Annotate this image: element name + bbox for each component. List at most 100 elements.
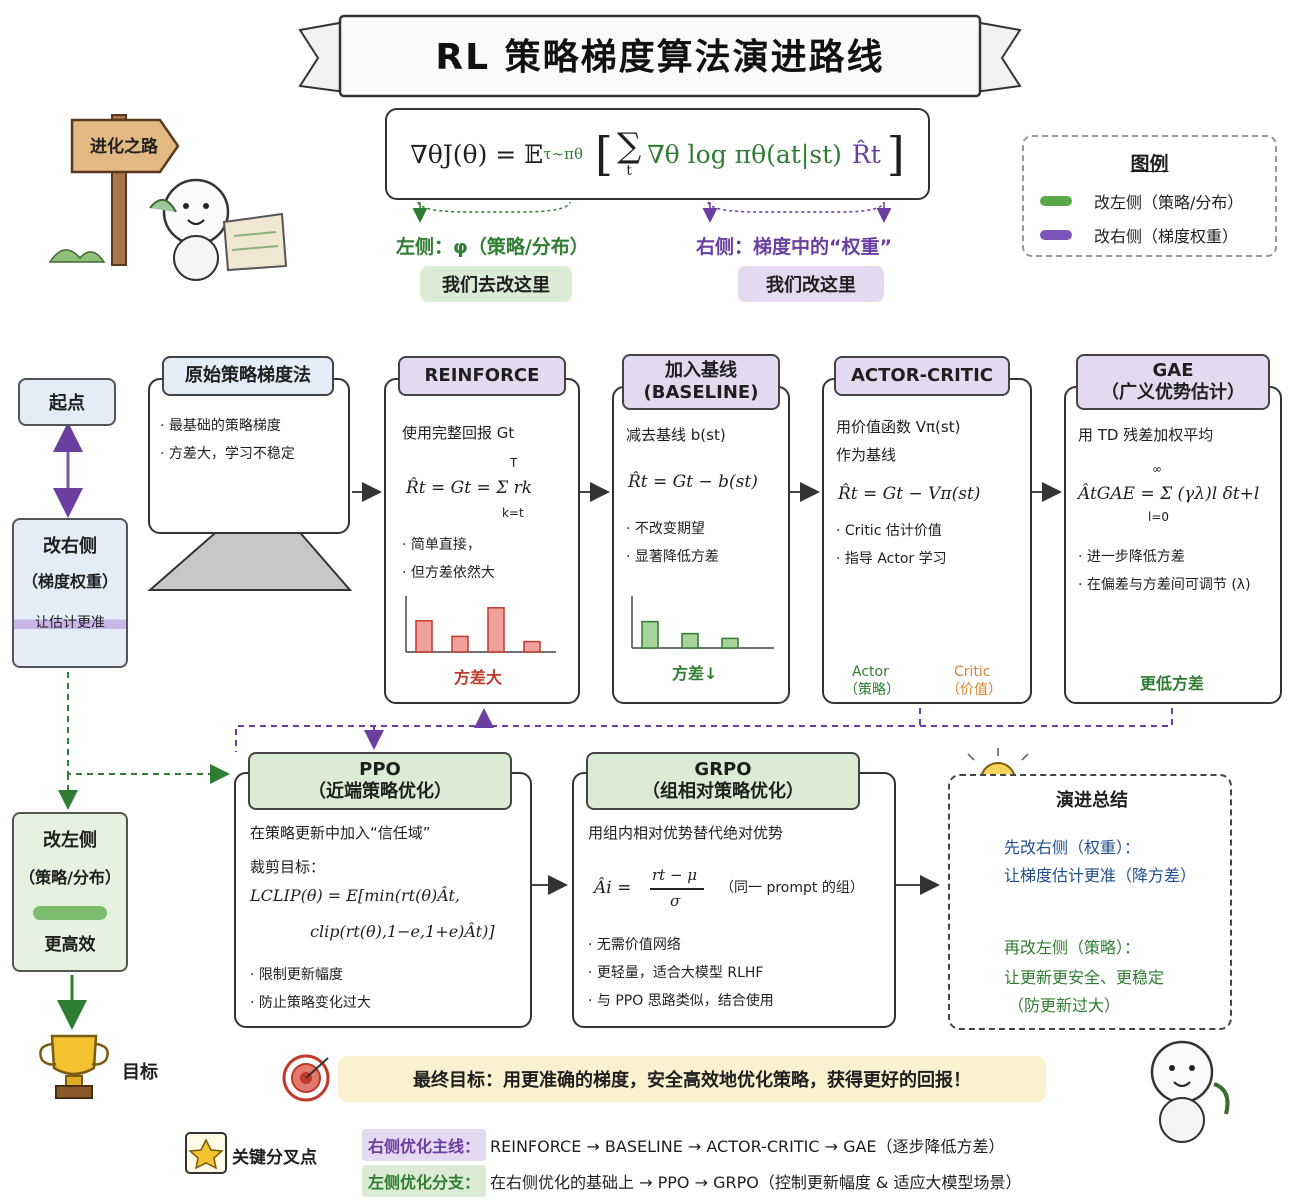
card-grpo: 用组内相对优势替代绝对优势 Âi = rt − μ σ （同一 prompt 的… xyxy=(572,772,896,1028)
gae-formula: ÂtGAE = Σ (γλ)l δt+l xyxy=(1078,484,1260,504)
baseline-formula: R̂t = Gt − b(st) xyxy=(628,472,758,492)
reinforce-variance-chart xyxy=(405,596,556,653)
card-vanilla-pg: · 最基础的策略梯度 · 方差大，学习不稳定 xyxy=(148,378,350,534)
sum-symbol: ∑ xyxy=(616,126,642,166)
legend-label-left: 改左侧（策略/分布） xyxy=(1094,193,1244,212)
reinforce-caption: 方差大 xyxy=(454,668,503,687)
change-right-title: 改右侧 xyxy=(43,536,97,557)
variance-bar xyxy=(451,635,469,653)
critic-sub: （价值） xyxy=(946,682,1002,698)
ppo-bullet-1: · 限制更新幅度 xyxy=(250,967,343,983)
right-side-label: 右侧：梯度中的“权重” xyxy=(696,236,892,258)
gae-title: GAE （广义优势估计） xyxy=(1076,354,1270,410)
grpo-bullet-3: · 与 PPO 思路类似，结合使用 xyxy=(588,993,774,1009)
baseline-variance-chart xyxy=(631,596,774,649)
legend: 图例 改左侧（策略/分布） 改右侧（梯度权重） xyxy=(1022,135,1277,257)
critic-label: Critic xyxy=(954,664,991,680)
mascot-bottom-icon xyxy=(1150,1040,1230,1143)
gae-bullet-1: · 进一步降低方差 xyxy=(1078,549,1185,565)
variance-bar xyxy=(415,620,433,653)
summary-box: 演进总结 先改右侧（权重）： 让梯度估计更准（降方差） 再改左侧（策略）： 让更… xyxy=(948,774,1232,1030)
left-side-label: 左侧：φ（策略/分布） xyxy=(396,236,589,258)
actor-critic-title: ACTOR-CRITIC xyxy=(834,356,1010,396)
change-left-node: 改左侧 （策略/分布） 更高效 xyxy=(12,812,128,972)
baseline-desc: 减去基线 b(st) xyxy=(626,426,726,444)
gae-bullet-2: · 在偏差与方差间可调节 (λ) xyxy=(1078,577,1251,593)
actor-sub: （策略） xyxy=(844,682,900,698)
start-node: 起点 xyxy=(18,378,116,426)
mascot-map-icon xyxy=(149,178,288,281)
legend-swatch-purple xyxy=(1040,230,1072,240)
footer-left-text: 在右侧优化的基础上 → PPO → GRPO（控制更新幅度 & 适应大模型场景） xyxy=(490,1173,1022,1192)
vanilla-bullet-2: · 方差大，学习不稳定 xyxy=(160,446,295,462)
right-side-pill: 我们改这里 xyxy=(738,266,884,302)
change-right-sub: （梯度权重） xyxy=(21,572,118,591)
page-title: RL 策略梯度算法演进路线 xyxy=(435,37,885,78)
variance-bar xyxy=(721,637,739,649)
formula-bracket-open: [ xyxy=(594,127,613,181)
formula-sub: τ∼πθ xyxy=(543,145,583,163)
card-reinforce: 使用完整回报 Gt R̂t = Gt = Σ rk T k=t · 简单直接， … xyxy=(384,378,580,704)
goal-label: 目标 xyxy=(122,1062,158,1083)
change-left-highlight xyxy=(33,906,107,920)
formula-lhs: ∇θJ(θ) = 𝔼 xyxy=(410,139,544,169)
ac-desc-1: 用价值函数 Vπ(st) xyxy=(836,418,961,436)
variance-bar xyxy=(523,640,541,653)
reinforce-formula: R̂t = Gt = Σ rk xyxy=(406,478,532,498)
reinforce-bullet-2: · 但方差依然大 xyxy=(402,565,495,581)
trophy-icon xyxy=(39,1034,109,1099)
baseline-bullet-1: · 不改变期望 xyxy=(626,521,705,537)
baseline-caption: 方差↓ xyxy=(672,664,718,683)
footer-left-row: 左侧优化分支： 在右侧优化的基础上 → PPO → GRPO（控制更新幅度 & … xyxy=(362,1165,1022,1197)
policy-gradient-formula: ∇θJ(θ) = 𝔼 τ∼πθ [ ∑ t ∇θ log πθ(at|st) R… xyxy=(385,108,930,200)
footer-right-row: 右侧优化主线： REINFORCE → BASELINE → ACTOR-CRI… xyxy=(362,1129,1005,1161)
change-right-note: 让估计更准 xyxy=(14,610,126,634)
summary-line-4: 让更新更安全、更稳定 xyxy=(1004,968,1165,987)
grpo-formula-num: rt − μ xyxy=(652,866,698,884)
change-left-note: 更高效 xyxy=(44,935,96,955)
footer-right-label: 右侧优化主线： xyxy=(362,1129,487,1161)
grpo-formula-den: σ xyxy=(670,892,681,910)
vanilla-title: 原始策略梯度法 xyxy=(162,356,334,396)
card-gae: 用 TD 残差加权平均 ÂtGAE = Σ (γλ)l δt+l ∞ l=0 ·… xyxy=(1064,386,1282,704)
reinforce-bullet-1: · 简单直接， xyxy=(402,537,481,553)
footer-left-label: 左侧优化分支： xyxy=(362,1165,487,1197)
ppo-desc: 在策略更新中加入“信任域” xyxy=(250,824,431,842)
grpo-title: GRPO （组相对策略优化） xyxy=(586,752,860,810)
final-goal-banner: 最终目标：用更准确的梯度，安全高效地优化策略，获得更好的回报！ xyxy=(338,1056,1046,1102)
grpo-desc: 用组内相对优势替代绝对优势 xyxy=(588,824,784,842)
formula-bracket-close: ] xyxy=(886,127,905,181)
ppo-formula-line-2: clip(rt(θ),1−e,1+e)Ât)] xyxy=(310,922,495,941)
ac-desc-2: 作为基线 xyxy=(836,446,897,464)
target-icon xyxy=(282,1054,330,1102)
summary-title: 演进总结 xyxy=(1056,790,1128,811)
gae-sum-top: ∞ xyxy=(1152,462,1162,476)
legend-title: 图例 xyxy=(1130,153,1169,175)
ppo-clip-label: 裁剪目标： xyxy=(250,858,326,876)
baseline-title: 加入基线 (BASELINE) xyxy=(622,354,780,410)
actor-label: Actor xyxy=(852,664,889,680)
change-left-title: 改左侧 xyxy=(43,830,97,851)
variance-bar xyxy=(681,632,699,649)
summary-line-1: 先改右侧（权重）： xyxy=(1004,838,1141,857)
reinforce-sum-bottom: k=t xyxy=(502,506,524,520)
footer-right-text: REINFORCE → BASELINE → ACTOR-CRITIC → GA… xyxy=(490,1137,1005,1156)
card-actor-critic: 用价值函数 Vπ(st) 作为基线 R̂t = Gt − Vπ(st) · Cr… xyxy=(822,378,1032,704)
formula-weight: R̂t xyxy=(851,139,881,169)
change-right-node: 改右侧 （梯度权重） 让估计更准 xyxy=(12,518,128,668)
gae-caption: 更低方差 xyxy=(1140,674,1205,693)
grpo-bullet-1: · 无需价值网络 xyxy=(588,937,681,953)
baseline-bars xyxy=(641,620,739,649)
summary-line-2: 让梯度估计更准（降方差） xyxy=(1004,866,1197,885)
key-fork-label: 关键分叉点 xyxy=(232,1148,317,1168)
signpost-label: 进化之路 xyxy=(90,137,158,157)
grpo-formula-note: （同一 prompt 的组） xyxy=(720,880,864,896)
reinforce-title: REINFORCE xyxy=(398,356,566,396)
variance-bar xyxy=(487,607,505,653)
card-ppo: 在策略更新中加入“信任域” 裁剪目标： LCLIP(θ) = E[min(rt(… xyxy=(234,772,532,1028)
star-icon xyxy=(185,1132,227,1174)
left-side-pill: 我们去改这里 xyxy=(420,266,572,302)
ppo-title: PPO （近端策略优化） xyxy=(248,752,512,810)
reinforce-desc: 使用完整回报 Gt xyxy=(402,424,515,442)
